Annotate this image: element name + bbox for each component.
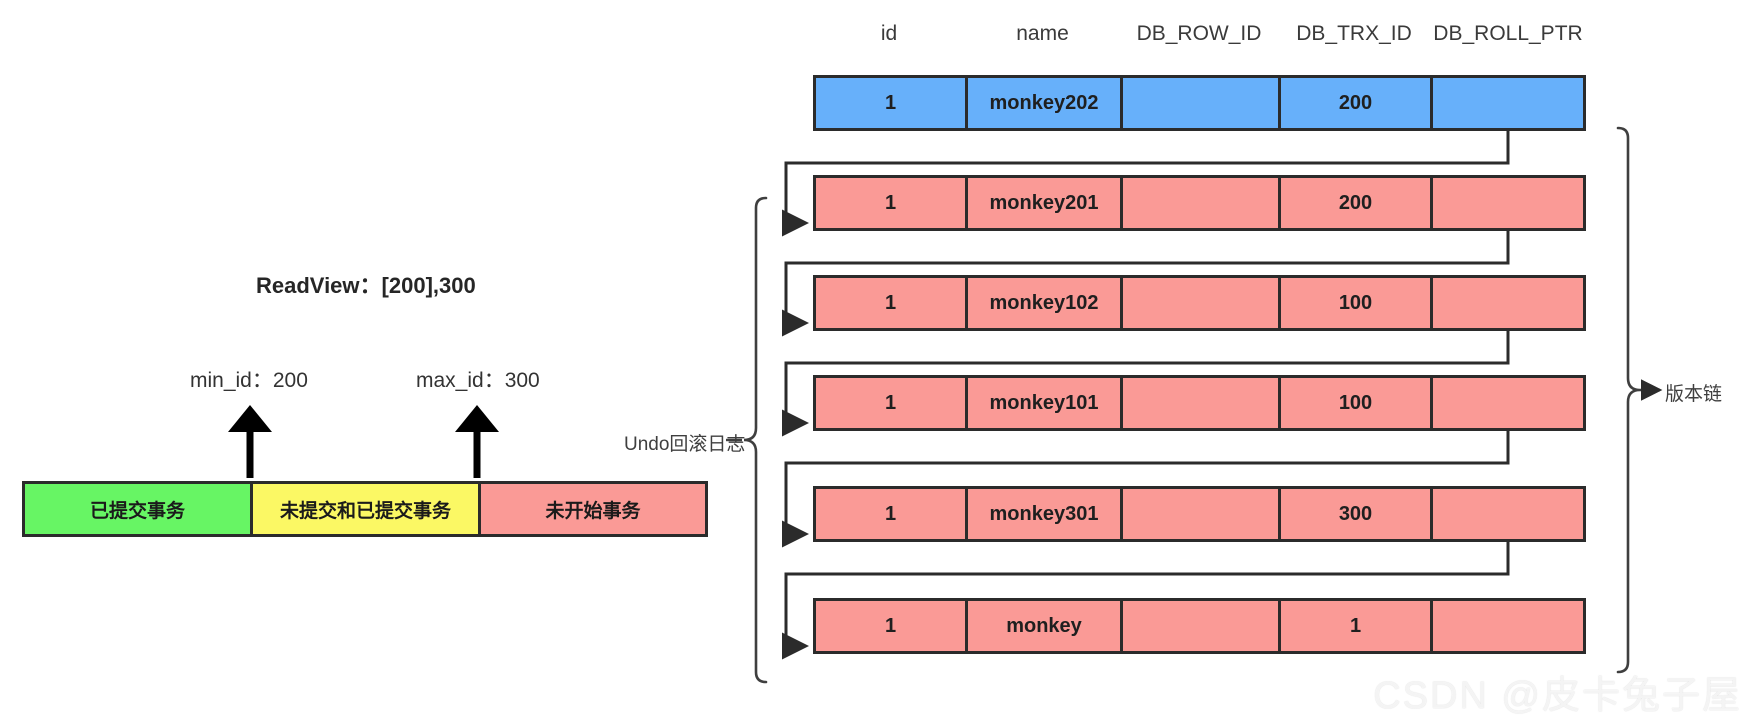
cell-db-row-id — [1123, 278, 1281, 328]
cell-db-roll-ptr — [1433, 489, 1583, 539]
max-id-label: max_id：300 — [416, 369, 540, 392]
cell-db-roll-ptr — [1433, 78, 1583, 128]
cell-db-row-id — [1123, 601, 1281, 651]
version-row-undo-5[interactable]: 1 monkey 1 — [813, 598, 1586, 654]
cell-name: monkey201 — [968, 178, 1123, 228]
version-row-undo-2[interactable]: 1 monkey102 100 — [813, 275, 1586, 331]
column-header-id: id — [880, 22, 898, 45]
cell-name: monkey202 — [968, 78, 1123, 128]
version-chain-label: 版本链 — [1665, 384, 1723, 405]
cell-db-row-id — [1123, 78, 1281, 128]
undo-brace — [743, 196, 768, 684]
column-header-db-trx-id: DB_TRX_ID — [1296, 22, 1412, 45]
column-header-db-row-id: DB_ROW_ID — [1136, 22, 1262, 45]
cell-db-roll-ptr — [1433, 178, 1583, 228]
version-chain-brace — [1616, 126, 1641, 674]
column-header-db-roll-ptr: DB_ROLL_PTR — [1433, 22, 1583, 45]
cell-id: 1 — [816, 78, 968, 128]
version-row-head[interactable]: 1 monkey202 200 — [813, 75, 1586, 131]
undo-log-label: Undo回滚日志 — [624, 434, 746, 455]
segment-not-started: 未开始事务 — [481, 484, 705, 534]
version-row-undo-3[interactable]: 1 monkey101 100 — [813, 375, 1586, 431]
cell-id: 1 — [816, 178, 968, 228]
cell-id: 1 — [816, 378, 968, 428]
cell-db-row-id — [1123, 178, 1281, 228]
cell-db-row-id — [1123, 489, 1281, 539]
cell-db-roll-ptr — [1433, 278, 1583, 328]
cell-db-row-id — [1123, 378, 1281, 428]
cell-id: 1 — [816, 489, 968, 539]
watermark: CSDN @皮卡兔子屋 — [1373, 675, 1742, 717]
cell-name: monkey — [968, 601, 1123, 651]
max-id-arrow — [455, 405, 499, 478]
cell-name: monkey102 — [968, 278, 1123, 328]
readview-title: ReadView：[200],300 — [256, 273, 476, 298]
cell-db-roll-ptr — [1433, 378, 1583, 428]
cell-name: monkey101 — [968, 378, 1123, 428]
cell-name: monkey301 — [968, 489, 1123, 539]
segment-uncommitted-and-committed: 未提交和已提交事务 — [253, 484, 481, 534]
cell-id: 1 — [816, 278, 968, 328]
cell-db-trx-id: 100 — [1281, 278, 1433, 328]
cell-db-roll-ptr — [1433, 601, 1583, 651]
version-row-undo-4[interactable]: 1 monkey301 300 — [813, 486, 1586, 542]
cell-db-trx-id: 300 — [1281, 489, 1433, 539]
cell-db-trx-id: 1 — [1281, 601, 1433, 651]
cell-id: 1 — [816, 601, 968, 651]
version-row-undo-1[interactable]: 1 monkey201 200 — [813, 175, 1586, 231]
min-id-arrow — [228, 405, 272, 478]
column-header-name: name — [1016, 22, 1069, 45]
cell-db-trx-id: 200 — [1281, 78, 1433, 128]
transaction-range-bar: 已提交事务 未提交和已提交事务 未开始事务 — [22, 481, 708, 537]
cell-db-trx-id: 100 — [1281, 378, 1433, 428]
cell-db-trx-id: 200 — [1281, 178, 1433, 228]
min-id-label: min_id：200 — [190, 369, 308, 392]
segment-committed: 已提交事务 — [25, 484, 253, 534]
